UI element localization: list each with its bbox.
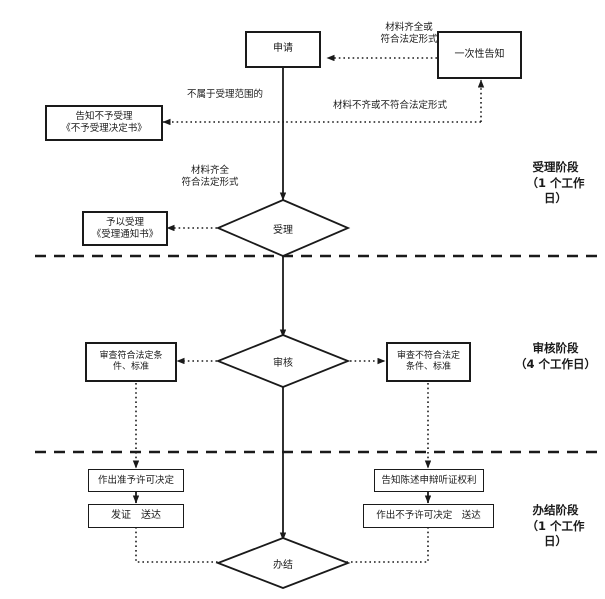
diamond-complete-shape [215,537,351,589]
node-grant-acceptance[interactable]: 予以受理 《受理通知书》 [82,211,168,246]
diamond-accept-shape [215,199,351,257]
node-review-decision-label: 审核 [273,357,293,369]
edge-label-materials-complete-or-legal: 材料齐全或 符合法定形式 [344,22,474,47]
node-review-pass-line1: 审查符合法定条 [99,350,163,361]
node-issue-certificate-label: 发证 送达 [111,509,161,521]
stage-completion-line1: 办结阶段 [532,503,579,517]
edge-label-mcl-line2: 符合法定形式 [380,34,438,46]
node-grant-acceptance-line2: 《受理通知书》 [91,228,159,240]
diamond-review-shape [215,334,351,388]
node-review-fail-line1: 审查不符合法定 [396,350,460,361]
stage-acceptance-line2: （1 个工作 [526,175,585,190]
edge-label-nis-line1: 不属于受理范围的 [186,89,263,100]
stage-acceptance-line3: 日） [544,191,567,206]
node-make-rejection[interactable]: 作出不予许可决定 送达 [363,504,494,528]
stage-review-line1: 审核阶段 [532,341,579,355]
edge-label-materials-incomplete: 材料不齐或不符合法定形式 [295,100,485,112]
node-make-rejection-label: 作出不予许可决定 送达 [376,510,481,522]
stage-review-line2: （4 个工作日） [514,356,596,371]
node-one-time-notice[interactable]: 一次性告知 [437,31,522,79]
node-accept-decision[interactable]: 受理 [218,200,348,256]
node-complete[interactable]: 办结 [218,538,348,588]
node-one-time-notice-label: 一次性告知 [454,48,505,60]
node-notify-rights[interactable]: 告知陈述申辩听证权利 [374,469,484,492]
node-apply[interactable]: 申请 [245,31,321,68]
node-apply-label: 申请 [273,43,293,55]
edge-label-mi-line1: 材料不齐或不符合法定形式 [332,100,447,111]
stage-label-acceptance: 受理阶段 （1 个工作 日） [513,160,598,207]
edge-label-materials-complete-legal: 材料齐全 符合法定形式 [150,165,270,190]
node-review-pass[interactable]: 审查符合法定条 件、标准 [85,342,177,382]
node-review-fail-line2: 条件、标准 [405,362,451,372]
node-notify-reject-line1: 告知不予受理 [75,111,133,123]
node-notify-rights-label: 告知陈述申辩听证权利 [381,474,477,486]
stage-label-review: 审核阶段 （4 个工作日） [508,341,603,372]
stage-label-completion: 办结阶段 （1 个工作 日） [513,503,598,550]
node-issue-certificate[interactable]: 发证 送达 [88,504,184,528]
edge-rejection-to-complete [326,527,429,566]
stage-completion-line3: 日） [544,534,567,549]
node-make-approval[interactable]: 作出准予许可决定 [88,469,184,492]
node-grant-acceptance-line1: 予以受理 [105,216,144,228]
node-make-approval-label: 作出准予许可决定 [97,474,174,486]
edge-label-mc-line1: 材料齐全 [190,165,229,176]
node-accept-decision-label: 受理 [273,224,293,236]
node-notify-reject-acceptance[interactable]: 告知不予受理 《不予受理决定书》 [45,105,163,141]
node-review-decision[interactable]: 审核 [218,335,348,387]
node-review-fail[interactable]: 审查不符合法定 条件、标准 [386,342,471,382]
node-complete-label: 办结 [273,559,293,571]
edge-label-not-in-scope: 不属于受理范围的 [165,89,285,101]
node-review-pass-line2: 件、标准 [112,362,149,372]
edge-label-mc-line2: 符合法定形式 [181,177,239,189]
stage-acceptance-line1: 受理阶段 [532,160,579,174]
node-notify-reject-line2: 《不予受理决定书》 [61,123,147,134]
stage-completion-line2: （1 个工作 [526,518,585,533]
edge-label-mcl-line1: 材料齐全或 [385,22,433,33]
